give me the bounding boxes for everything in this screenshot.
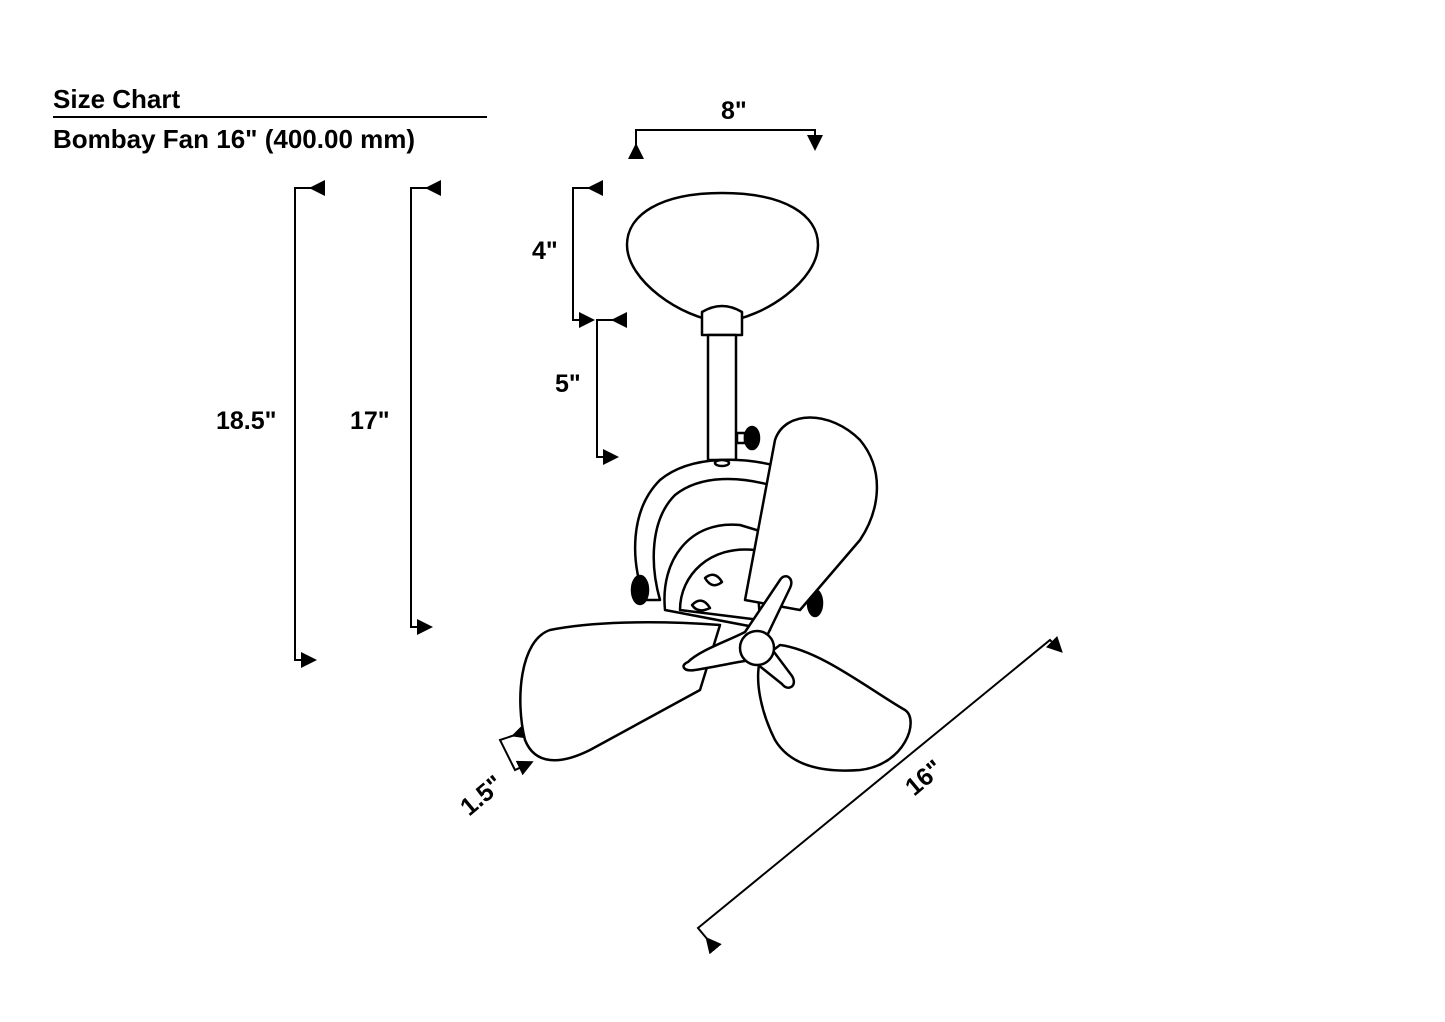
canopy bbox=[625, 191, 820, 324]
downrod-length-bracket bbox=[596, 312, 627, 465]
product-subtitle: Bombay Fan 16" (400.00 mm) bbox=[53, 124, 416, 154]
canopy-width-label: 8" bbox=[721, 97, 747, 125]
hub-cap bbox=[738, 629, 776, 667]
blade-span-bracket bbox=[696, 635, 1063, 955]
title-divider bbox=[53, 116, 487, 118]
fan-blade-upper bbox=[743, 416, 879, 612]
tilt-knob bbox=[743, 425, 761, 451]
canopy-height-label: 4" bbox=[532, 237, 558, 265]
body-height-bracket bbox=[410, 180, 441, 635]
canopy-height-bracket bbox=[572, 180, 603, 328]
chart-title: Size Chart bbox=[53, 84, 181, 114]
downrod-collar bbox=[700, 304, 744, 337]
dimension-lines bbox=[294, 129, 1063, 955]
canopy-width-bracket bbox=[628, 129, 823, 159]
overall-height-bracket bbox=[294, 180, 325, 668]
fan-blade-right bbox=[756, 643, 912, 772]
body-height-label: 17" bbox=[350, 407, 390, 435]
side-knob-left bbox=[630, 574, 650, 606]
overall-height-label: 18.5" bbox=[216, 407, 277, 435]
fan-drawing bbox=[519, 191, 912, 772]
downrod bbox=[706, 333, 738, 462]
downrod-length-label: 5" bbox=[555, 370, 581, 398]
fan-blade-left bbox=[519, 621, 722, 762]
blade-width-bracket bbox=[498, 723, 534, 776]
